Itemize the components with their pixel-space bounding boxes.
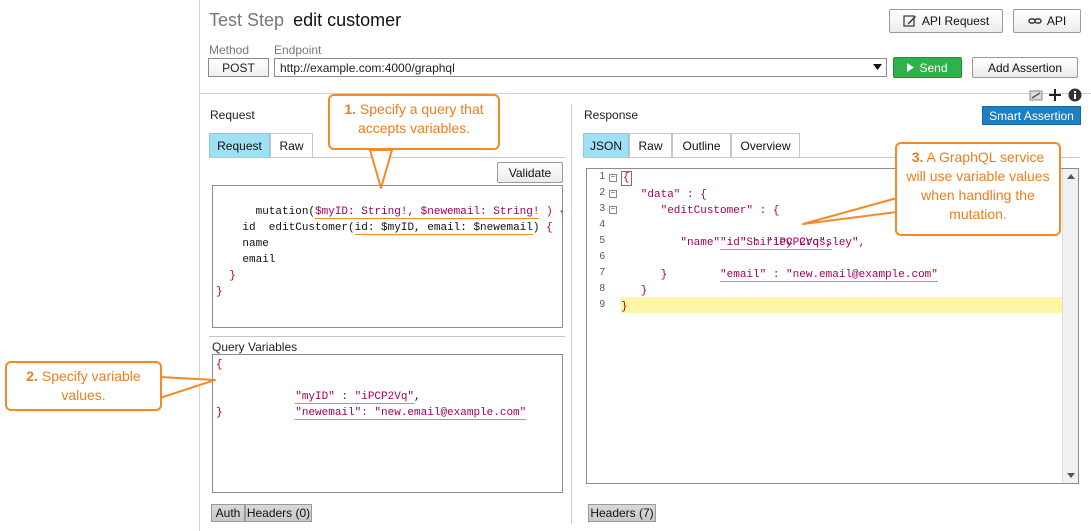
method-label: Method: [209, 43, 250, 57]
tab-overview[interactable]: Overview: [731, 133, 800, 157]
endpoint-input[interactable]: http://example.com:4000/graphql: [274, 58, 887, 77]
vertical-scrollbar[interactable]: [1062, 169, 1078, 483]
fold-toggle-icon[interactable]: −: [609, 205, 617, 214]
fold-toggle-icon[interactable]: −: [609, 189, 617, 198]
callout-1-number: 1.: [344, 101, 357, 117]
query-line-4: name: [216, 238, 269, 250]
play-icon: [907, 63, 915, 72]
vars-line-2: "myID" : "iPCP2Vq",: [295, 391, 421, 404]
callout-1: 1. Specify a query that accepts variable…: [328, 94, 500, 150]
send-label: Send: [919, 60, 948, 75]
callout-2-number: 2.: [26, 368, 38, 384]
response-title: Response: [584, 108, 639, 122]
query-line-6: }: [216, 270, 236, 282]
api-button[interactable]: API: [1013, 9, 1081, 33]
tab-json[interactable]: JSON: [583, 133, 629, 157]
callout-2: 2. Specify variable values.: [5, 361, 162, 411]
json-line-4: "id" : "iPCP2Vq",: [720, 237, 833, 250]
validate-button[interactable]: Validate: [497, 162, 563, 183]
scrollbar-down-icon[interactable]: [1067, 473, 1075, 478]
vars-line-1: {: [216, 359, 223, 371]
line-number: 9: [599, 299, 605, 310]
response-tab-underline: [583, 157, 1080, 158]
endpoint-value: http://example.com:4000/graphql: [280, 61, 455, 75]
tab-request[interactable]: Request: [209, 133, 270, 157]
api-label: API: [1046, 14, 1067, 28]
api-request-button[interactable]: API Request: [889, 9, 1003, 33]
api-request-label: API Request: [921, 14, 990, 28]
page-title: Test Step edit customer: [209, 10, 401, 31]
send-button[interactable]: Send: [893, 57, 962, 78]
plus-icon[interactable]: [1049, 89, 1061, 101]
link-icon: [1028, 18, 1042, 24]
request-tabs: Request Raw: [209, 133, 565, 157]
line-number: 1: [599, 171, 605, 182]
callout-2-text: Specify variable values.: [41, 368, 141, 403]
method-select[interactable]: POST: [208, 58, 269, 77]
pane-splitter[interactable]: [571, 104, 572, 524]
query-line-5: email: [216, 254, 276, 266]
tab-response-raw[interactable]: Raw: [629, 133, 672, 157]
query-line-1: mutation($myID: String!, $newemail: Stri…: [255, 206, 562, 219]
json-line-8: }: [621, 285, 648, 297]
test-step-name: edit customer: [293, 10, 402, 30]
smart-assertion-label: Smart Assertion: [989, 108, 1074, 123]
vars-line-4: }: [216, 407, 223, 419]
callout-3: 3. A GraphQL service will use variable v…: [895, 142, 1061, 236]
title-prefix: Test Step: [209, 10, 285, 30]
tab-outline[interactable]: Outline: [672, 133, 731, 157]
variables-editor[interactable]: { "myID" : "iPCP2Vq", "newemail": "new.e…: [212, 354, 563, 493]
json-line-6: "email" : "new.email@example.com": [720, 269, 938, 282]
callout-3-text: A GraphQL service will use variable valu…: [906, 149, 1050, 222]
smart-assertion-button[interactable]: Smart Assertion: [982, 106, 1081, 125]
test-step-panel: Test Step edit customer API Request API …: [199, 0, 1091, 531]
json-line-7: }: [621, 269, 668, 281]
json-line-2: "data" : {: [621, 189, 707, 201]
tab-request-headers[interactable]: Headers (0): [245, 504, 312, 522]
pencil-icon: [903, 15, 916, 27]
line-number: 2: [599, 187, 605, 198]
callout-1-text: Specify a query that accepts variables.: [357, 101, 484, 136]
line-gutter: 1 − 2 − 3 − 4 5 6 7 8 9: [587, 169, 619, 483]
vars-line-3: "newemail": "new.email@example.com": [295, 407, 527, 420]
format-icon[interactable]: [1029, 89, 1043, 101]
endpoint-label: Endpoint: [274, 43, 322, 57]
scrollbar-up-icon[interactable]: [1067, 174, 1075, 179]
line-number: 8: [599, 283, 605, 294]
response-tabs: JSON Raw Outline Overview: [583, 133, 1080, 157]
line-number: 7: [599, 267, 605, 278]
current-line-highlight: [621, 297, 1062, 313]
method-value: POST: [222, 60, 255, 75]
line-number: 4: [599, 219, 605, 230]
tab-raw[interactable]: Raw: [270, 133, 313, 157]
query-line-2: editCustomer(id: $myID, email: $newemail…: [255, 222, 553, 235]
tab-response-headers[interactable]: Headers (7): [588, 504, 656, 522]
line-number: 3: [599, 203, 605, 214]
validate-label: Validate: [508, 165, 552, 180]
info-icon[interactable]: [1068, 88, 1082, 102]
json-line-5: "name" : "Shirley Crossley",: [621, 237, 866, 249]
query-editor[interactable]: mutation($myID: String!, $newemail: Stri…: [212, 185, 563, 328]
dropdown-arrow-icon[interactable]: [873, 64, 882, 71]
line-number: 5: [599, 235, 605, 246]
json-line-9: }: [621, 301, 628, 313]
query-variables-title: Query Variables: [212, 340, 298, 354]
callout-3-number: 3.: [911, 149, 924, 165]
vars-divider: [209, 336, 565, 337]
fold-toggle-icon[interactable]: −: [609, 173, 617, 182]
tab-auth[interactable]: Auth: [211, 504, 245, 522]
add-assertion-label: Add Assertion: [987, 60, 1063, 75]
add-assertion-button[interactable]: Add Assertion: [972, 57, 1078, 78]
line-number: 6: [599, 251, 605, 262]
request-title: Request: [210, 108, 255, 122]
query-line-7: }: [216, 286, 223, 298]
divider: [200, 93, 1091, 94]
json-line-3: "editCustomer" : {: [621, 205, 780, 217]
query-line-3: id: [216, 222, 256, 234]
json-line-1: {: [621, 171, 632, 186]
